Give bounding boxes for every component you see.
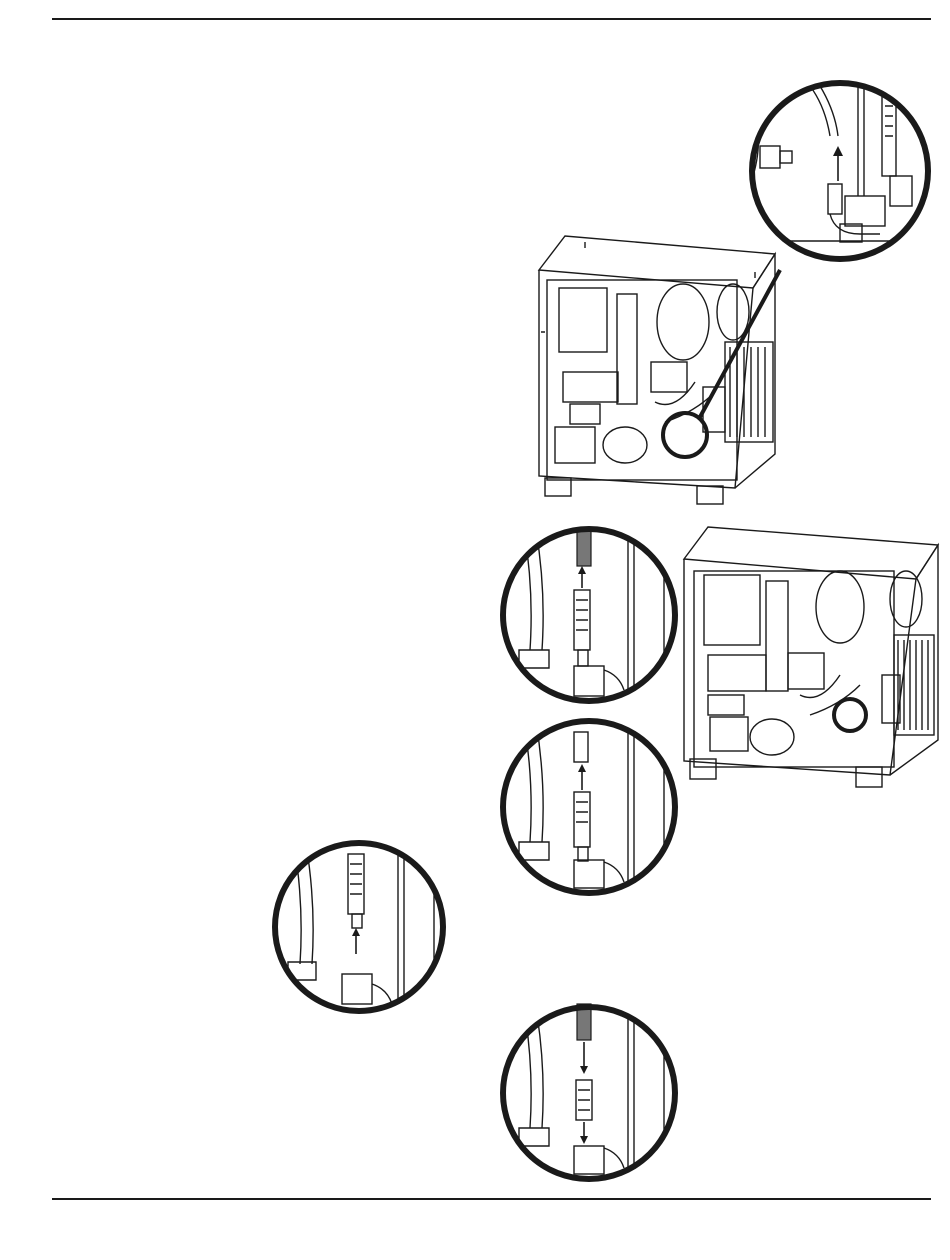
header-rule [52,18,931,20]
cabinet-2-drawing [680,525,942,805]
footer-rule [52,1198,931,1200]
detail-circle-2 [494,520,684,710]
cabinet-1-drawing [525,232,785,507]
detail-circle-1 [740,76,940,266]
detail-circle-4 [266,834,452,1020]
detail-circle-5 [494,998,684,1188]
detail-circle-3 [494,712,684,902]
